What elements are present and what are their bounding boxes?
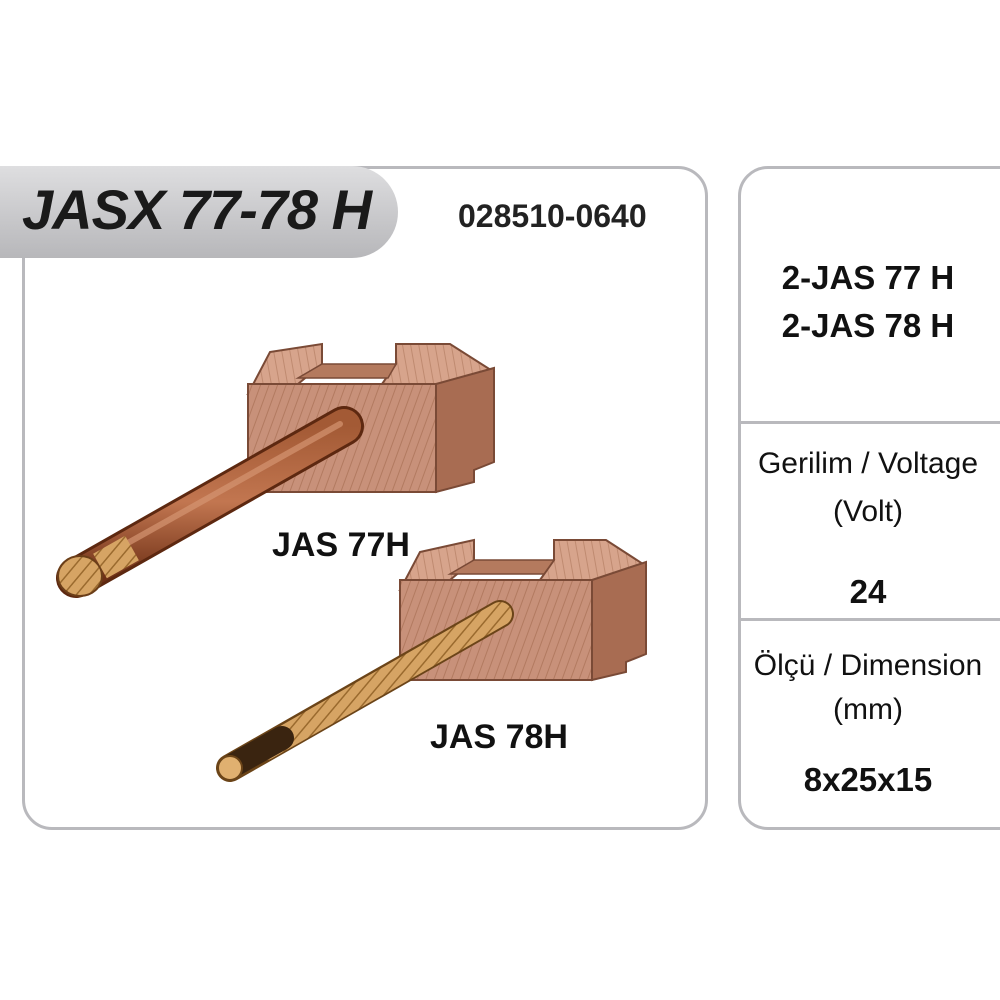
product-title: JASX 77-78 H <box>22 178 372 241</box>
product-code: 028510-0640 <box>458 198 647 234</box>
title-tab <box>0 166 398 258</box>
specs-panel <box>738 166 1000 830</box>
product-image-panel <box>22 166 708 830</box>
dimension-label: Ölçü / Dimension <box>753 649 983 682</box>
label-jas77h: JAS 77H <box>272 526 410 564</box>
divider <box>741 421 1000 424</box>
voltage-label: Gerilim / Voltage <box>757 447 979 480</box>
voltage-unit: (Volt) <box>832 495 904 528</box>
label-jas78h: JAS 78H <box>430 718 568 756</box>
dimension-unit: (mm) <box>833 693 903 726</box>
model-jas77: 2-JAS 77 H <box>781 259 955 296</box>
voltage-value: 24 <box>849 573 887 610</box>
divider <box>741 618 1000 621</box>
model-jas78: 2-JAS 78 H <box>781 307 955 344</box>
dimension-value: 8x25x15 <box>803 761 933 798</box>
